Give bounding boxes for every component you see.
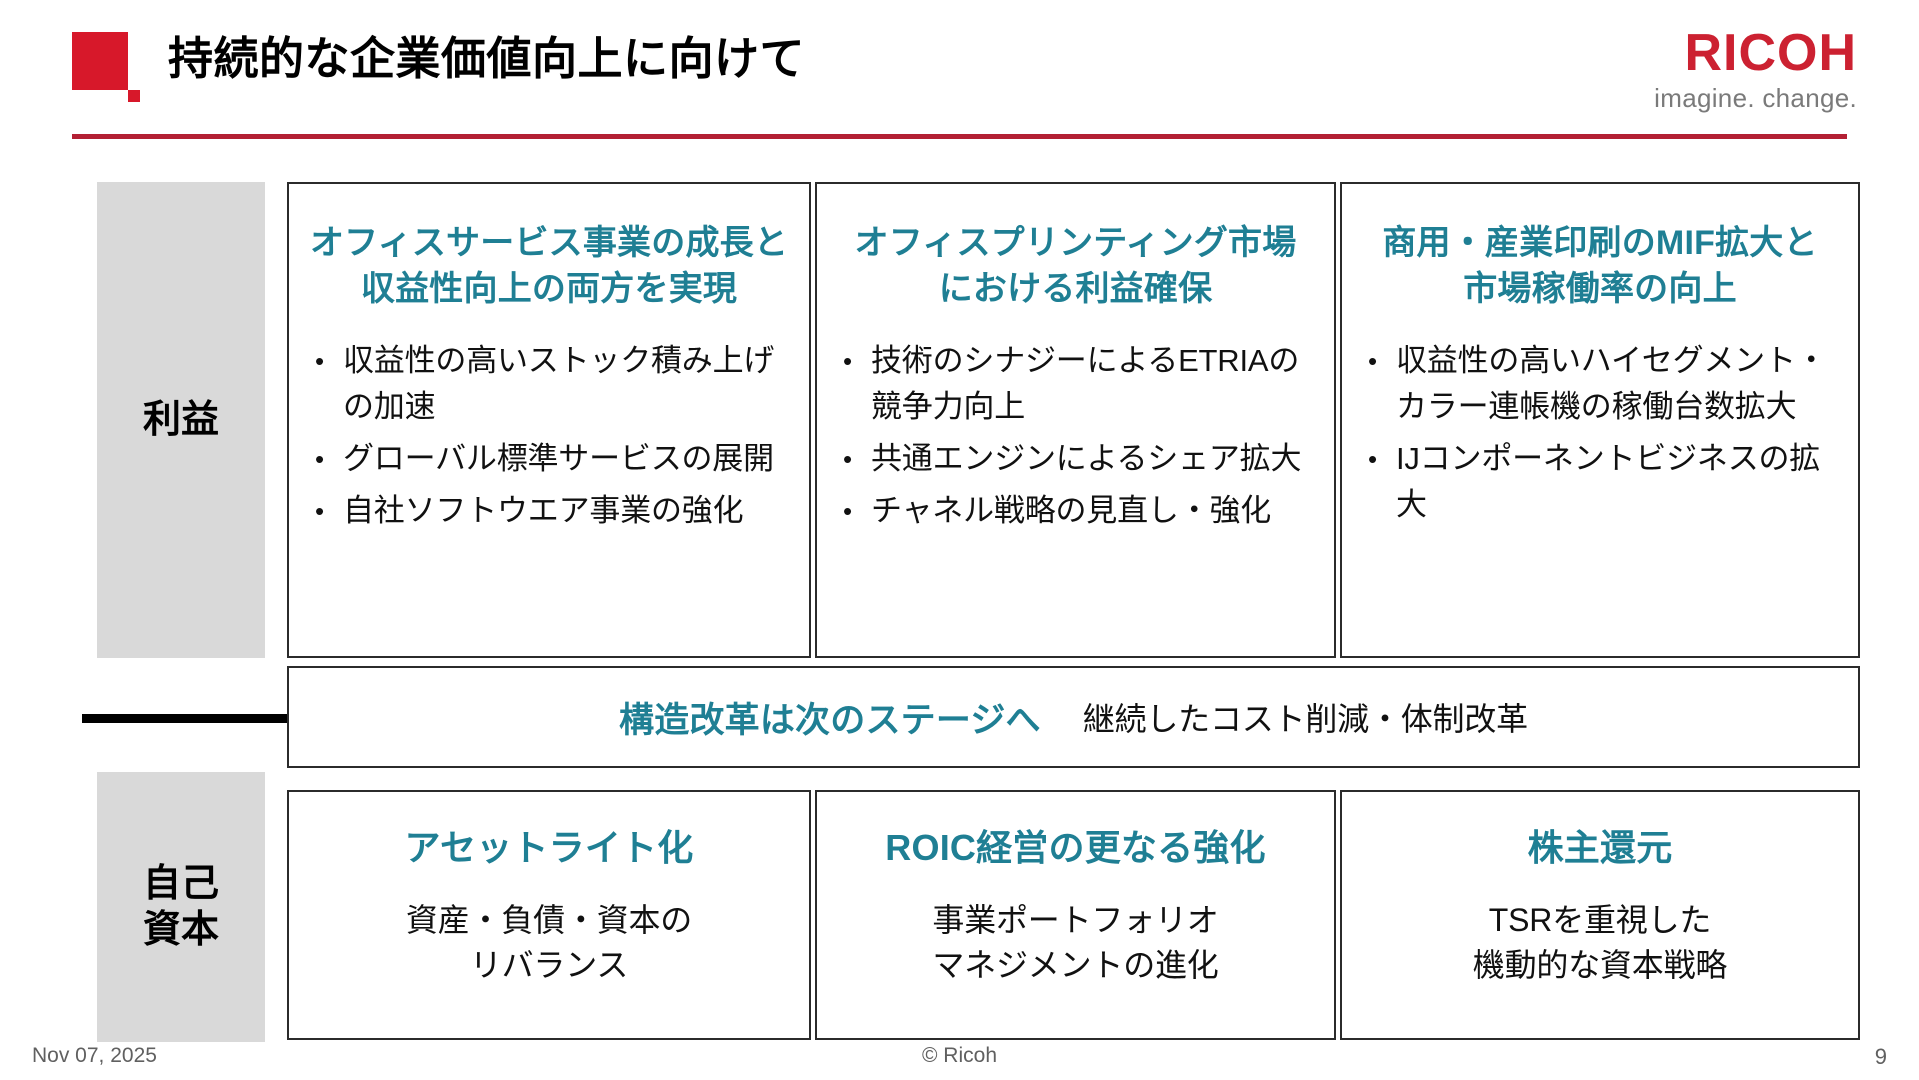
pillar-body: 資産・負債・資本のリバランス [405,902,693,983]
list-item: 収益性の高いハイセグメント・カラー連帳機の稼働台数拡大 [1366,338,1842,430]
axis-panel-equity-label: 自己資本 [142,863,219,951]
list-item: 自社ソフトウエア事業の強化 [313,488,793,534]
title-marker-tab-icon [128,90,140,102]
footer-page-number: 9 [1874,1044,1887,1069]
pillar-body: TSRを重視した機動的な資本戦略 [1472,902,1728,983]
list-item: 技術のシナジーによるETRIAの競争力向上 [841,338,1318,430]
banner-emphasis-text: 構造改革は次のステージへ [619,700,1041,740]
pillar-heading: 株主還元 [1527,827,1673,868]
strategy-bullet-list: 収益性の高いストック積み上げの加速 グローバル標準サービスの展開 自社ソフトウエ… [289,338,809,534]
pillar-box-roic: ROIC経営の更なる強化 事業ポートフォリオマネジメントの進化 [815,790,1336,1040]
list-item: IJコンポーネントビジネスの拡大 [1366,436,1842,528]
pillar-body: 事業ポートフォリオマネジメントの進化 [932,902,1219,983]
pillar-box-asset-light: アセットライト化 資産・負債・資本のリバランス [287,790,811,1040]
title-marker-icon [72,32,128,90]
ricoh-logo: RICOH imagine. change. [1617,26,1857,114]
footer-date: Nov 07, 2025 [32,1044,157,1067]
banner-structural-reform: 構造改革は次のステージへ 継続したコスト削減・体制改革 [287,666,1860,768]
slide-footer: Nov 07, 2025 © Ricoh 9 [0,1044,1919,1080]
banner-detail-text: 継続したコスト削減・体制改革 [1082,701,1528,737]
pillar-box-shareholder-return: 株主還元 TSRを重視した機動的な資本戦略 [1340,790,1860,1040]
strategy-box-heading: オフィスサービス事業の成長と収益性向上の両方を実現 [309,224,789,308]
axis-panel-profit-label: 利益 [142,399,219,441]
strategy-box-heading: 商用・産業印刷のMIF拡大と市場稼働率の向上 [1382,224,1818,308]
pillar-heading: アセットライト化 [404,827,694,868]
strategy-bullet-list: 技術のシナジーによるETRIAの競争力向上 共通エンジンによるシェア拡大 チャネ… [817,338,1334,534]
strategy-box-heading: オフィスプリンティング市場における利益確保 [854,224,1297,308]
axis-panel-equity: 自己資本 [97,772,265,1042]
pillar-heading: ROIC経営の更なる強化 [885,827,1266,868]
list-item: 収益性の高いストック積み上げの加速 [313,338,793,430]
strategy-bullet-list: 収益性の高いハイセグメント・カラー連帳機の稼働台数拡大 IJコンポーネントビジネ… [1342,338,1858,528]
header-divider [72,134,1847,139]
page-title: 持続的な企業価値向上に向けて [168,33,806,84]
list-item: 共通エンジンによるシェア拡大 [841,436,1318,482]
ricoh-tagline: imagine. change. [1654,83,1857,113]
ricoh-wordmark: RICOH [1684,24,1857,82]
footer-copyright: © Ricoh [922,1044,997,1067]
list-item: グローバル標準サービスの展開 [313,436,793,482]
list-item: チャネル戦略の見直し・強化 [841,488,1318,534]
axis-panel-profit: 利益 [97,182,265,658]
slide-header: 持続的な企業価値向上に向けて RICOH imagine. change. [0,0,1919,148]
